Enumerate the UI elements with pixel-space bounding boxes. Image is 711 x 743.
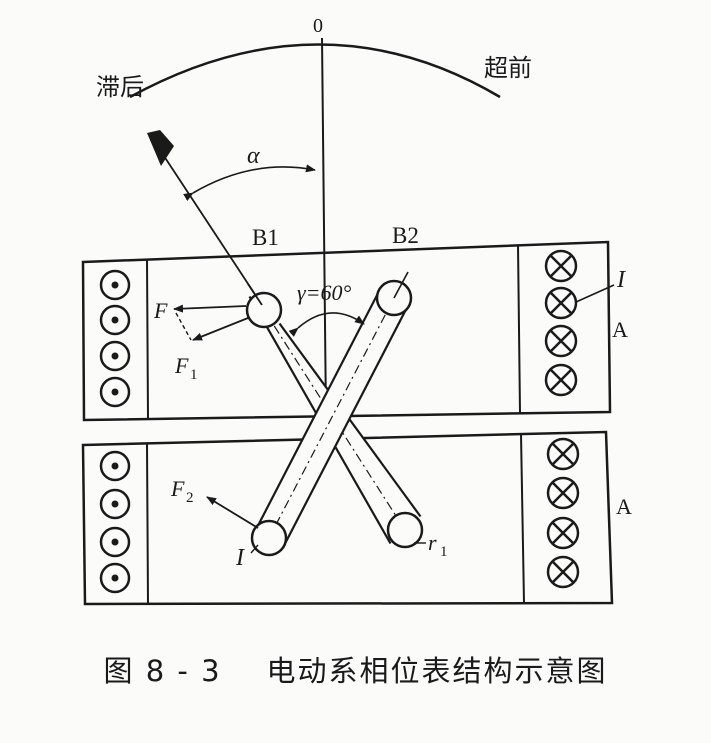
fixed-coil-top-left-divider xyxy=(146,259,149,420)
current-in-symbols-bottom xyxy=(546,437,580,589)
force-f-label: F xyxy=(153,298,168,323)
current-i-leader xyxy=(575,284,615,303)
figure-title: 电动系相位表结构示意图 xyxy=(266,654,608,688)
force-f1-label: F 1 xyxy=(174,353,198,383)
center-axis xyxy=(321,37,327,419)
force-dashed-completion xyxy=(175,312,192,341)
dot-symbol xyxy=(99,488,131,520)
pointer-needle xyxy=(159,149,263,306)
dot-symbol xyxy=(99,450,131,482)
fixed-coil-bottom-left-divider xyxy=(146,443,149,605)
alpha-arc xyxy=(183,164,316,201)
svg-text:1: 1 xyxy=(440,544,448,560)
alpha-label: α xyxy=(247,143,260,169)
b2-leader xyxy=(393,271,409,299)
cross-symbol xyxy=(546,516,580,550)
fixed-coil-bottom xyxy=(81,430,614,606)
cross-symbol xyxy=(546,555,580,589)
cross-symbol xyxy=(544,249,578,283)
dot-symbol xyxy=(99,562,131,594)
cross-symbol xyxy=(544,324,578,358)
svg-text:2: 2 xyxy=(186,490,194,506)
cross-symbol xyxy=(544,286,578,320)
cross-symbol xyxy=(546,476,580,510)
lead-label: 超前 xyxy=(484,54,532,82)
coil-a-label-top: A xyxy=(612,317,628,342)
figure-number: 图 8 - 3 xyxy=(103,654,222,688)
figure-caption: 图 8 - 3 电动系相位表结构示意图 xyxy=(0,648,711,690)
svg-text:F: F xyxy=(170,476,185,501)
svg-text:F: F xyxy=(174,353,189,378)
fixed-coil-bottom-right-divider xyxy=(520,433,525,604)
fixed-coil-top-right-divider xyxy=(517,244,521,414)
b2-label: B2 xyxy=(392,223,419,248)
scale-zero-label: 0 xyxy=(313,15,323,37)
current-in-symbols-top xyxy=(544,249,578,397)
phase-meter-diagram: 0 滞后 超前 α B1 B2 γ=60° F F 1 F 2 I I r 1 … xyxy=(81,15,632,606)
current-out-symbols-top xyxy=(99,269,131,408)
dot-symbol xyxy=(99,304,131,336)
dot-symbol xyxy=(99,269,131,301)
gamma-arc xyxy=(288,312,365,337)
force-f1-vector xyxy=(192,317,249,341)
coil-a-label-bottom: A xyxy=(616,494,632,519)
dot-symbol xyxy=(99,526,131,558)
current-i-label-bottom: I xyxy=(235,545,245,571)
gamma-label: γ=60° xyxy=(297,280,352,305)
dot-symbol xyxy=(99,340,131,372)
cross-symbol xyxy=(544,363,578,397)
pointer-tip xyxy=(147,130,174,166)
lag-label: 滞后 xyxy=(96,73,144,101)
r1-label: r 1 xyxy=(428,530,448,560)
svg-text:1: 1 xyxy=(190,367,198,383)
b1-label: B1 xyxy=(252,225,279,250)
dot-symbol xyxy=(99,376,131,408)
force-f-vector xyxy=(173,304,247,313)
force-f2-label: F 2 xyxy=(170,476,194,506)
scale-arc xyxy=(129,43,501,99)
moving-coil-b2 xyxy=(250,279,413,557)
cross-symbol xyxy=(546,437,580,471)
force-f2-vector xyxy=(206,496,259,529)
fixed-coil-top xyxy=(81,240,612,422)
current-out-symbols-bottom xyxy=(99,450,131,594)
current-i-label-top: I xyxy=(616,267,626,293)
svg-text:r: r xyxy=(428,530,437,555)
